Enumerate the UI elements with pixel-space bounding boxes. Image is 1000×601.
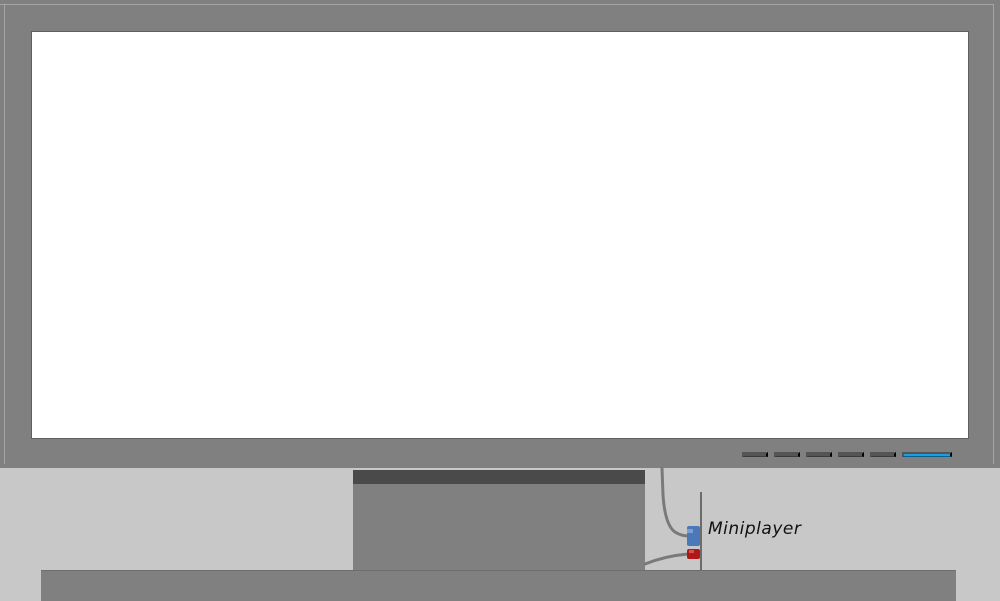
miniplayer-label: Miniplayer <box>708 519 802 539</box>
monitor-stand <box>353 470 645 571</box>
bezel-highlight-top <box>0 4 994 5</box>
monitor-button-3[interactable] <box>806 452 832 457</box>
bezel-highlight-left <box>4 4 5 464</box>
monitor-button-1[interactable] <box>742 452 768 457</box>
bezel-highlight-right <box>993 4 994 464</box>
monitor-button-5[interactable] <box>870 452 896 457</box>
desk-surface <box>41 570 956 601</box>
power-button[interactable] <box>902 452 952 457</box>
red-connector[interactable] <box>687 549 700 559</box>
red-cable <box>643 552 690 566</box>
monitor <box>0 0 1000 468</box>
monitor-button-row <box>742 452 952 458</box>
blue-cable <box>660 466 691 538</box>
stand-top-bar <box>353 470 645 484</box>
blue-connector[interactable] <box>687 526 700 546</box>
monitor-button-4[interactable] <box>838 452 864 457</box>
monitor-button-2[interactable] <box>774 452 800 457</box>
monitor-screen[interactable] <box>31 31 969 439</box>
